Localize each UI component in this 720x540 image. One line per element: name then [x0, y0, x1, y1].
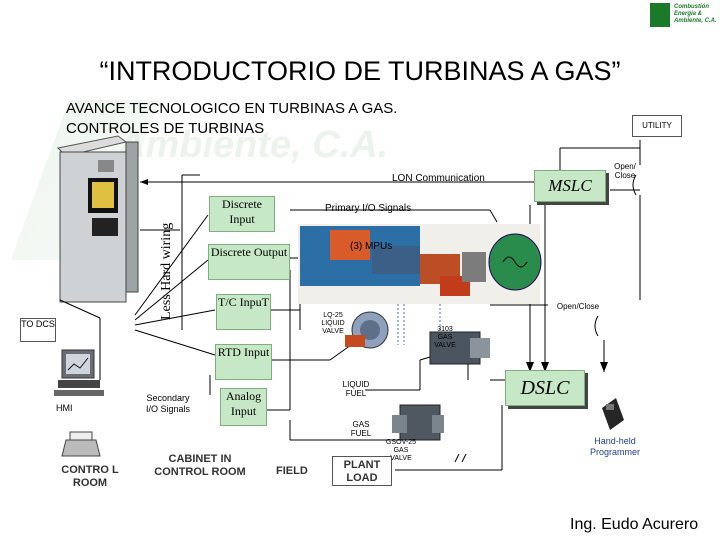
handheld-programmer-label: Hand-held Programmer — [589, 436, 640, 457]
field-label: FIELD — [276, 465, 308, 477]
less-hard-wiring-label: Less Hard wiring — [159, 222, 174, 320]
control-room-label: CONTRO L ROOM — [61, 464, 119, 489]
3103-valve-image — [429, 331, 490, 365]
gsov25-valve-label: GSOV-25 GAS VALVE — [386, 439, 416, 462]
discrete-output-box: Discrete Output — [208, 244, 290, 280]
utility-label: UTILITY — [632, 115, 682, 137]
page-title: “INTRODUCTORIO DE TURBINAS A GAS” — [99, 56, 621, 86]
control-cabinet — [56, 135, 139, 303]
lq25-valve-image — [345, 311, 389, 349]
cabinet-label: CABINET IN CONTROL ROOM — [154, 453, 246, 478]
gsov25-valve-image — [392, 404, 444, 441]
hmi-label: HMI — [56, 403, 73, 413]
mpus-label: (3) MPUs — [350, 241, 393, 252]
open-close-top-label: Open/ Close — [614, 162, 636, 180]
lon-communication-label: LON Communication — [392, 173, 485, 184]
dslc-box: DSLC — [505, 370, 585, 406]
primary-io-label: Primary I/O Signals — [325, 203, 412, 214]
rtd-input-box: RTD Input — [215, 344, 272, 380]
watermark-text: Ambiente, C.A. — [118, 124, 389, 166]
3103-valve-label: 3103 GAS VALVE — [434, 326, 456, 349]
open-close-right-label: Open/Close — [548, 302, 608, 311]
turbine-image — [298, 224, 542, 304]
subtitle: AVANCE TECNOLOGICO EN TURBINAS A GAS.CON… — [66, 100, 398, 137]
author-label: Ing. Eudo Acurero — [570, 516, 699, 533]
discrete-input-box: Discrete Input — [209, 196, 275, 232]
to-dcs-label: TO DCS — [20, 318, 56, 342]
gas-fuel-label: GAS FUEL — [350, 420, 372, 438]
company-logo-mark — [650, 3, 670, 27]
secondary-io-label: Secondary I/O Signals — [145, 393, 191, 414]
lq25-valve-label: LQ-25 LIQUID VALVE — [321, 312, 345, 335]
mslc-box: MSLC — [534, 170, 606, 202]
handheld-programmer-image — [602, 398, 624, 430]
plant-load-box: PLANT LOAD — [332, 456, 392, 486]
printer — [61, 431, 101, 457]
liquid-fuel-label: LIQUID FUEL — [342, 380, 370, 398]
tc-input-box: T/C InpuT — [216, 294, 271, 330]
hmi-computer — [54, 349, 104, 396]
analog-input-box: Analog Input — [220, 388, 267, 426]
